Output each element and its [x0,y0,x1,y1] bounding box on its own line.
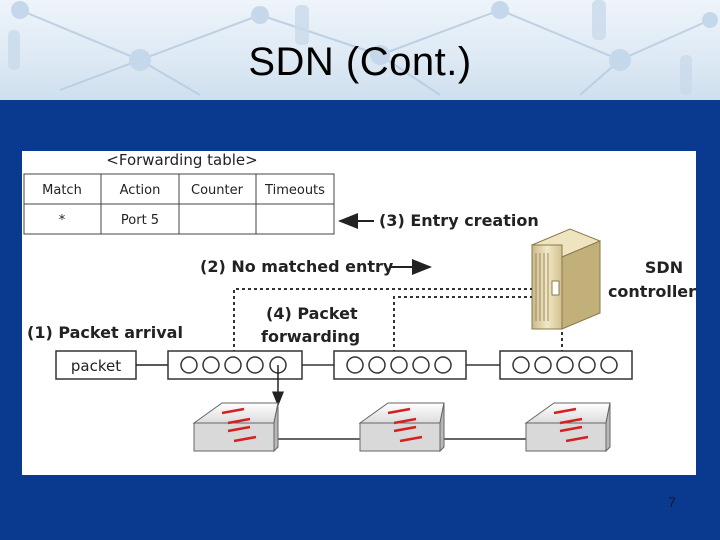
sdn-diagram-canvas: <Forwarding table> Match Action Counter … [23,151,696,453]
label-no-matched-entry: (2) No matched entry [200,257,394,276]
label-packet-forwarding-line1: (4) Packet [266,304,358,323]
label-controller-line2: controller [608,282,696,301]
sdn-controller-server-icon [530,228,602,330]
switch-2-port-bar [333,350,467,380]
forwarding-table [23,173,335,235]
table-header-counter: Counter [191,183,244,198]
packet-label: packet [71,357,121,375]
table-header-timeouts: Timeouts [264,183,325,198]
label-entry-creation: (3) Entry creation [379,211,539,230]
table-header-match: Match [42,183,82,198]
table-cell-action: Port 5 [121,213,159,228]
header-banner: SDN (Cont.) [0,0,720,100]
control-links [233,288,563,353]
packet-box [55,350,137,380]
page-number: 7 [668,494,676,510]
switch-icon-1 [192,402,279,453]
label-packet-arrival: (1) Packet arrival [27,323,183,342]
switch-icon-2 [358,402,445,453]
network-background-graphic [8,0,718,96]
label-packet-forwarding-line2: forwarding [261,327,360,346]
switch-icon-3 [524,402,611,453]
table-caption: <Forwarding table> [106,151,257,169]
switch-3-port-bar [499,350,633,380]
table-header-action: Action [120,183,161,198]
label-controller-line1: SDN [645,258,683,277]
table-cell-match: * [59,213,66,228]
sdn-diagram: <Forwarding table> Match Action Counter … [22,151,696,475]
slide-title: SDN (Cont.) [248,40,472,84]
switch-1-port-bar [167,350,303,380]
